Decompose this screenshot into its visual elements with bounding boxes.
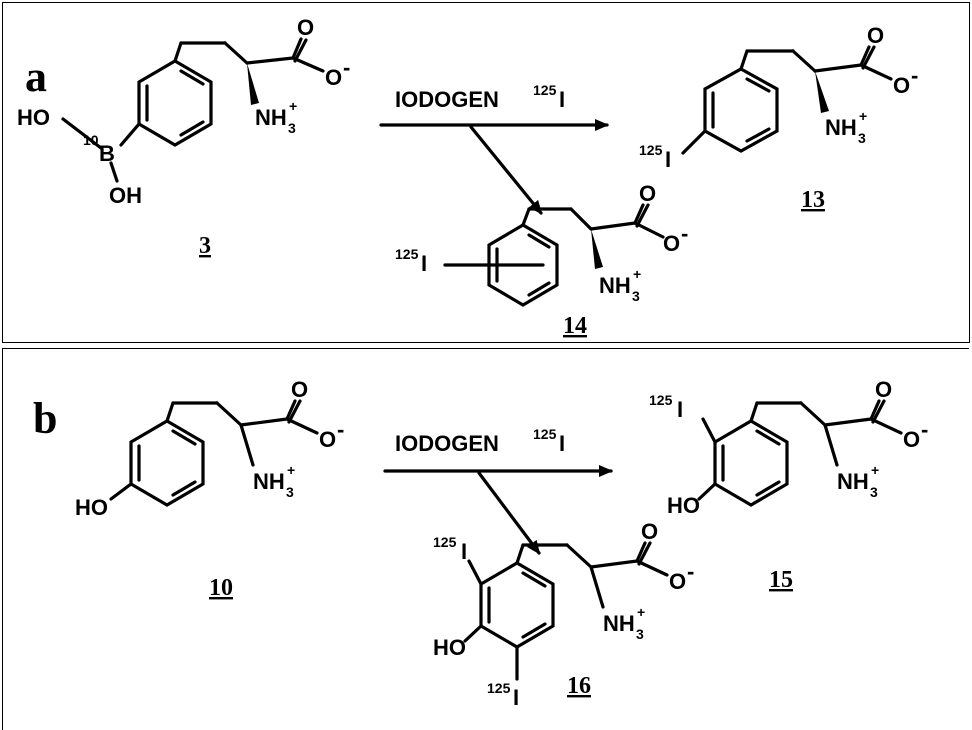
charge-minus: - [687,559,694,584]
charge-plus: + [633,266,641,282]
atom-nh3: NH [253,469,285,494]
atom-o-carbonyl: O [875,377,892,402]
atom-iodine: I [677,397,683,422]
atom-iodine: I [421,251,427,276]
reagent-isotope-symbol: I [559,87,565,112]
panel-a: a O O - NH 3 + HO 10 B OH 3 IODOGEN 125 … [2,2,970,343]
atom-o-carboxylate: O [663,231,680,256]
compound-label-14: 14 [563,313,587,339]
charge-minus: - [911,63,918,88]
panel-letter-b: b [33,394,57,443]
atom-nh3: NH [599,273,631,298]
compound-label-16: 16 [567,673,591,699]
charge-minus: - [921,417,928,442]
charge-minus: - [337,417,344,442]
atom-iodine: I [665,147,671,172]
iodine-isotope-bottom: 125 [487,680,511,696]
subscript-3: 3 [858,130,866,146]
subscript-3: 3 [636,626,644,642]
atom-nh3: NH [255,105,287,130]
atom-ho: HO [667,493,700,518]
charge-minus: - [681,221,688,246]
atom-ho: HO [17,105,50,130]
reagent-isotope-mass: 125 [533,82,557,98]
charge-minus: - [343,55,350,80]
atom-iodine-top: I [461,539,467,564]
atom-o-carboxylate: O [319,427,336,452]
charge-plus: + [871,462,879,478]
subscript-3: 3 [632,288,640,304]
compound-label-15: 15 [769,567,793,593]
atom-o-carboxylate: O [893,73,910,98]
atom-ho: HO [75,495,108,520]
reagent-iodogen: IODOGEN [395,431,499,456]
atom-o-carboxylate: O [903,427,920,452]
atom-o-carbonyl: O [641,519,658,544]
subscript-3: 3 [870,484,878,500]
atom-oh: OH [109,183,142,208]
reagent-isotope-symbol: I [559,431,565,456]
panel-b: b O O - NH 3 + HO 10 IODOGEN 125 I [2,348,969,730]
atom-boron: B [99,141,115,166]
atom-o-carboxylate: O [325,65,342,90]
charge-plus: + [637,604,645,620]
atom-nh3: NH [825,115,857,140]
reaction-arrow-side [469,125,543,215]
compound-3-structure: O O - NH 3 + HO 10 B OH [17,15,350,208]
atom-o-carbonyl: O [639,181,656,206]
iodine-isotope: 125 [639,142,663,158]
atom-iodine-bottom: I [513,685,519,710]
reagent-isotope-mass: 125 [533,426,557,442]
charge-plus: + [859,108,867,124]
panel-letter-a: a [25,52,47,101]
boron-isotope: 10 [83,132,99,148]
panel-a-scheme: a O O - NH 3 + HO 10 B OH 3 IODOGEN 125 … [17,15,918,339]
reagent-iodogen: IODOGEN [395,87,499,112]
atom-nh3: NH [837,469,869,494]
atom-o-carbonyl: O [291,377,308,402]
charge-plus: + [287,462,295,478]
atom-ho: HO [433,635,466,660]
compound-16-structure: O O - NH 3 + 125 I HO 125 I [433,519,694,710]
iodine-isotope-top: 125 [433,534,457,550]
compound-13-structure: O O - NH 3 + 125 I [639,23,918,172]
atom-o-carbonyl: O [867,23,884,48]
compound-label-10: 10 [209,575,233,601]
subscript-3: 3 [288,120,296,136]
compound-15-structure: O O - NH 3 + 125 I HO [649,377,928,518]
iodine-isotope: 125 [395,246,419,262]
compound-10-structure: O O - NH 3 + HO [75,377,344,520]
atom-nh3: NH [603,611,635,636]
iodine-isotope: 125 [649,392,673,408]
reaction-arrow-side [477,471,541,555]
compound-14-structure: O O - NH 3 + 125 I [395,181,688,307]
compound-label-3: 3 [199,233,211,259]
subscript-3: 3 [286,484,294,500]
atom-o-carbonyl: O [297,15,314,40]
panel-b-scheme: b O O - NH 3 + HO 10 IODOGEN 125 I [33,377,928,710]
compound-label-13: 13 [801,187,825,213]
atom-o-carboxylate: O [669,569,686,594]
charge-plus: + [289,98,297,114]
